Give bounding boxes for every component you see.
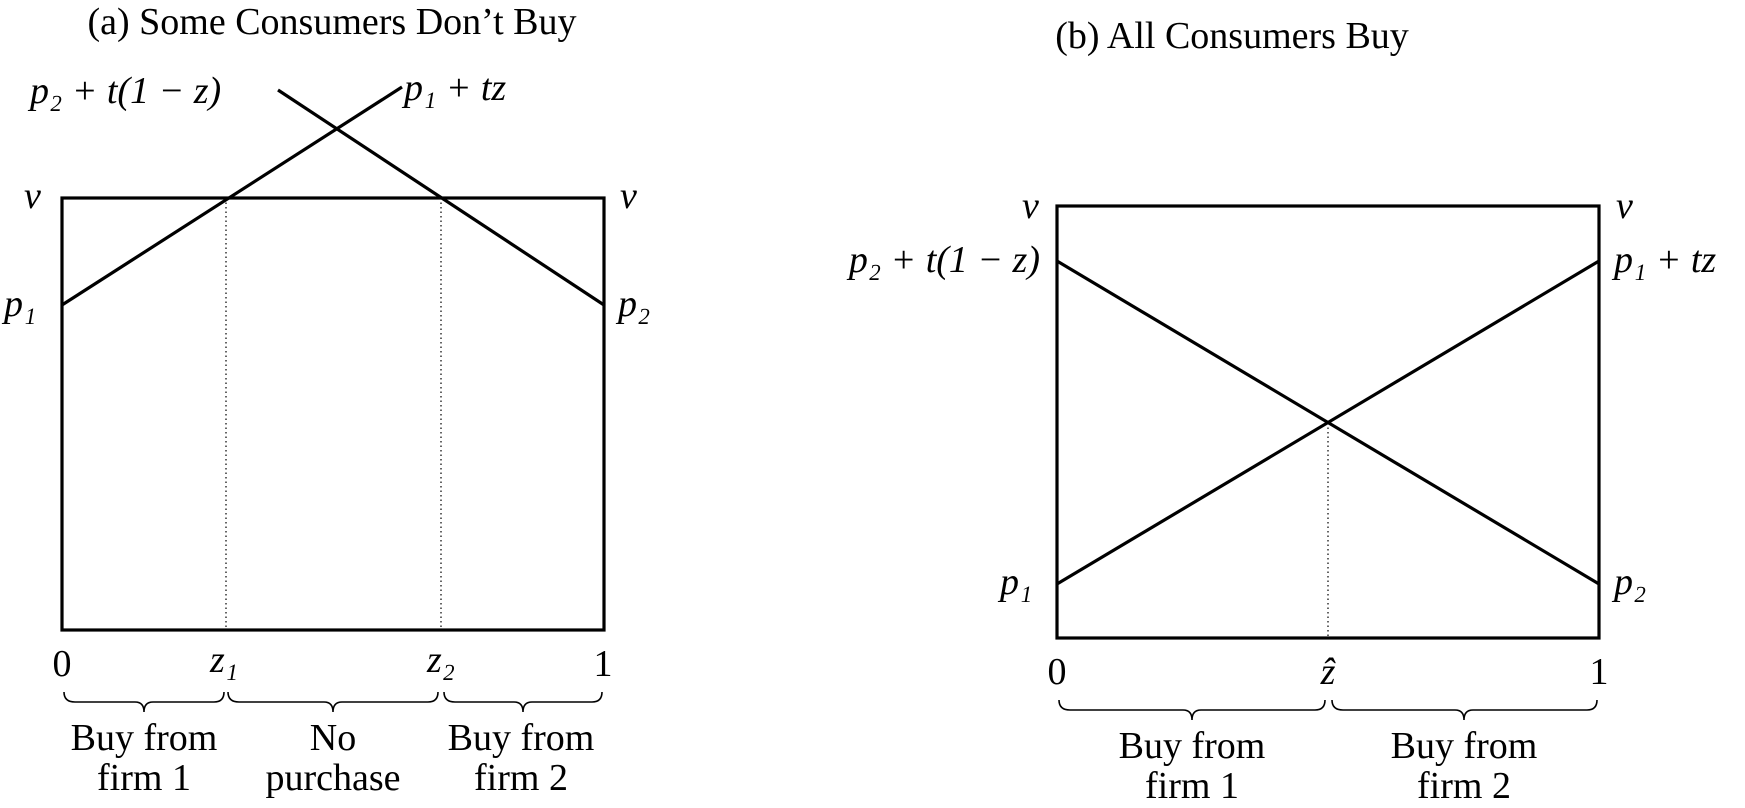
panel-a-p2: p₂ bbox=[615, 283, 650, 325]
panel-a-firm1-cost-line bbox=[61, 85, 403, 307]
panel-b-v-right: v bbox=[1616, 185, 1633, 227]
panel-b-label-right-top: p₁ + tz bbox=[1611, 239, 1716, 281]
panel-b-frame bbox=[1055, 204, 1601, 640]
panel-a-v-right: v bbox=[620, 175, 637, 217]
panel-a-firm2-cost-line bbox=[277, 88, 605, 307]
panel-b-firm1-cost-line bbox=[1056, 259, 1600, 586]
panel-a-p1: p₁ bbox=[1, 283, 36, 325]
panel-a-z1: z₁ bbox=[209, 639, 238, 681]
panel-b-region2-line1: Buy from bbox=[1391, 725, 1538, 767]
panel-b-p1: p₁ bbox=[997, 561, 1032, 603]
panel-b-brace-2 bbox=[1331, 699, 1598, 721]
panel-a-region3-line2: firm 2 bbox=[474, 757, 568, 799]
panel-a-region3-line1: Buy from bbox=[448, 717, 595, 759]
panel-a-z2: z₂ bbox=[426, 639, 455, 681]
panel-b-x1: 1 bbox=[1590, 651, 1609, 693]
panel-a-region2-line2: purchase bbox=[265, 757, 400, 799]
panel-a-brace-2 bbox=[227, 691, 439, 713]
panel-a-region1-line1: Buy from bbox=[71, 717, 218, 759]
panel-b: (b) All Consumers Buy v v p₂ + t(1 − z) … bbox=[846, 15, 1717, 807]
panel-b-region1-line2: firm 1 bbox=[1145, 765, 1239, 807]
panel-a-frame bbox=[60, 196, 606, 632]
panel-a-region1-line2: firm 1 bbox=[97, 757, 191, 799]
panel-b-p2: p₂ bbox=[1611, 561, 1646, 603]
panel-a-curve-label-right: p₁ + tz bbox=[401, 67, 506, 109]
panel-b-zhat: ẑ bbox=[1320, 651, 1337, 693]
panel-a-brace-3 bbox=[443, 691, 603, 713]
panel-b-title: (b) All Consumers Buy bbox=[1055, 15, 1409, 57]
panel-b-label-left-top: p₂ + t(1 − z) bbox=[846, 239, 1040, 281]
panel-a-x0: 0 bbox=[53, 643, 72, 685]
panel-b-brace-1 bbox=[1058, 699, 1326, 721]
panel-b-region2-line2: firm 2 bbox=[1417, 765, 1511, 807]
panel-b-region1-line1: Buy from bbox=[1119, 725, 1266, 767]
panel-a: (a) Some Consumers Don’t Buy p₂ + t(1 − … bbox=[1, 1, 650, 799]
panel-a-x1: 1 bbox=[594, 643, 613, 685]
panel-b-v-left: v bbox=[1022, 185, 1039, 227]
panel-a-v-left: v bbox=[24, 175, 41, 217]
panel-a-region2-line1: No bbox=[310, 717, 356, 759]
panel-a-title: (a) Some Consumers Don’t Buy bbox=[87, 1, 576, 43]
panel-b-x0: 0 bbox=[1048, 651, 1067, 693]
panel-a-curve-label-left: p₂ + t(1 − z) bbox=[27, 70, 221, 112]
panel-a-brace-1 bbox=[63, 691, 225, 713]
